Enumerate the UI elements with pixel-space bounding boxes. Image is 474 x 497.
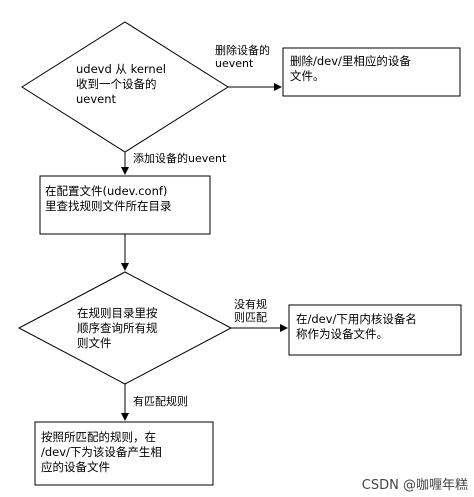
- decision-2-text: 在规则目录里按 顺序查询所有规 则文件: [77, 306, 158, 350]
- remove-action-text: 删除/dev/里相应的设备 文件。: [290, 54, 411, 83]
- edge-label-add: 添加设备的uevent: [133, 152, 227, 165]
- decision-1-text: udevd 从 kernel 收到一个设备的 uevent: [76, 62, 166, 106]
- edge-label-remove: 删除设备的 uevent: [215, 44, 270, 70]
- edge-label-no-match: 没有规 则匹配: [234, 298, 267, 324]
- final-box-text: 按照所匹配的规则，在 /dev/下为该设备产生相 应的设备文件: [41, 430, 162, 474]
- config-box-text: 在配置文件(udev.conf) 里查找规则文件所在目录: [45, 184, 172, 213]
- final-box: [34, 421, 214, 486]
- edge-label-match: 有匹配规则: [133, 395, 188, 408]
- kernel-name-box: [288, 304, 462, 356]
- kernel-name-text: 在/dev/下用内核设备名 称作为设备文件。: [296, 312, 417, 341]
- remove-action-box: [282, 47, 461, 97]
- watermark: CSDN @咖喱年糕: [361, 478, 468, 493]
